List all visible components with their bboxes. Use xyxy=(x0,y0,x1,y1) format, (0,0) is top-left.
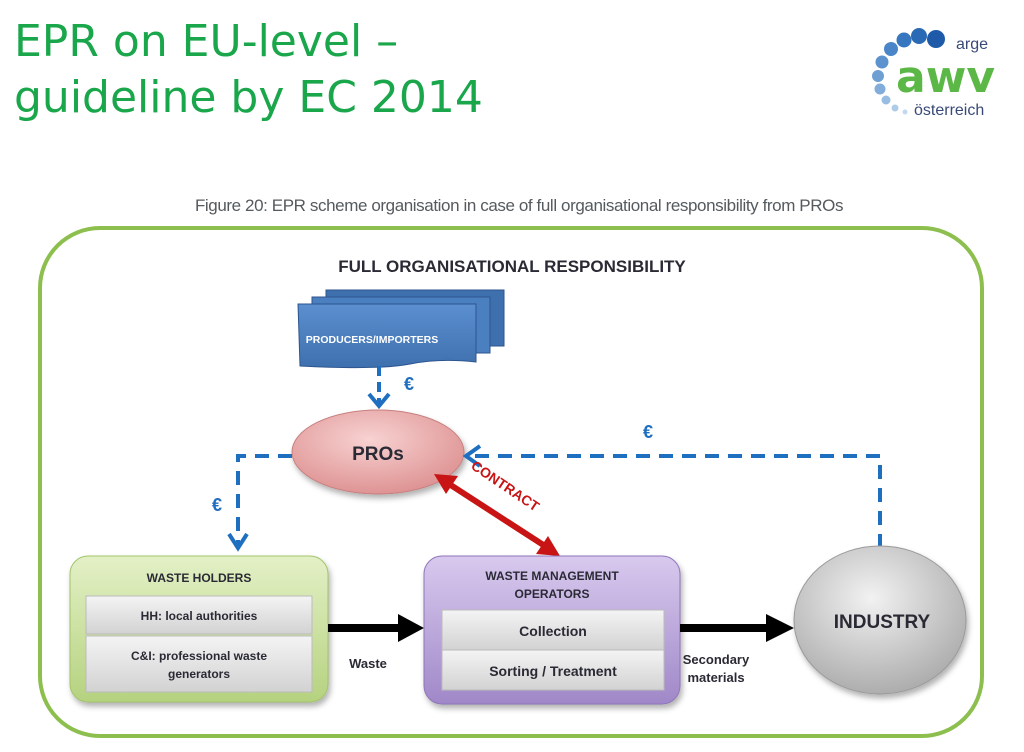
holders-item-box xyxy=(85,595,313,635)
secondary-label-line-2: materials xyxy=(687,670,744,685)
waste-holders-title: WASTE HOLDERS xyxy=(147,571,252,585)
wmo-item-sorting: Sorting / Treatment xyxy=(489,663,617,679)
producers-label: PRODUCERS/IMPORTERS xyxy=(306,334,438,346)
arrowhead-down-icon xyxy=(227,532,249,552)
holders-item-hh: HH: local authorities xyxy=(141,609,258,623)
dot-arc-logo-icon xyxy=(872,28,945,115)
secondary-materials-arrow xyxy=(680,614,794,642)
producers-importers-node: PRODUCERS/IMPORTERS xyxy=(297,289,505,369)
logo-bottom-word: österreich xyxy=(914,102,984,119)
figure-caption: Figure 20: EPR scheme organisation in ca… xyxy=(194,196,844,215)
pros-label: PROs xyxy=(352,444,404,465)
wmo-item-collection: Collection xyxy=(519,623,587,639)
pros-node xyxy=(291,409,465,495)
frame-title: FULL ORGANISATIONAL RESPONSIBILITY xyxy=(338,257,686,276)
waste-flow-arrow xyxy=(328,614,424,642)
wmo-item-box xyxy=(441,649,665,691)
slide-title-line-2: guideline by EC 2014 xyxy=(14,72,483,123)
euro-label-holders: € xyxy=(212,495,222,515)
holders-item-ci-line2: generators xyxy=(168,667,230,681)
industry-node xyxy=(793,545,967,695)
logo-main-word: awv xyxy=(896,52,995,103)
wmo-item-box xyxy=(441,609,665,651)
wmo-title-line-1: WASTE MANAGEMENT xyxy=(485,569,619,583)
industry-label: INDUSTRY xyxy=(834,612,931,633)
waste-label: Waste xyxy=(349,656,387,671)
slide-title-line-1: EPR on EU-level – xyxy=(14,16,399,67)
contract-arrow xyxy=(434,474,560,556)
holders-item-box xyxy=(85,635,313,693)
arrowhead-down-icon xyxy=(367,392,391,410)
logo-top-word: arge xyxy=(956,36,988,53)
industry-to-pros-arrow xyxy=(472,454,882,548)
slide-title: EPR on EU-level – guideline by EC 2014 xyxy=(14,14,574,126)
secondary-label-line-1: Secondary xyxy=(683,652,750,667)
euro-label-industry: € xyxy=(643,422,653,442)
pros-to-holders-arrow xyxy=(236,454,292,546)
responsibility-frame xyxy=(38,226,984,738)
euro-label-producers: € xyxy=(404,374,414,394)
arge-awv-logo: arge awv österreich xyxy=(872,28,995,119)
holders-item-ci-line1: C&I: professional waste xyxy=(131,649,267,663)
wmo-title-line-2: OPERATORS xyxy=(515,587,590,601)
arrowhead-left-icon xyxy=(462,444,482,468)
